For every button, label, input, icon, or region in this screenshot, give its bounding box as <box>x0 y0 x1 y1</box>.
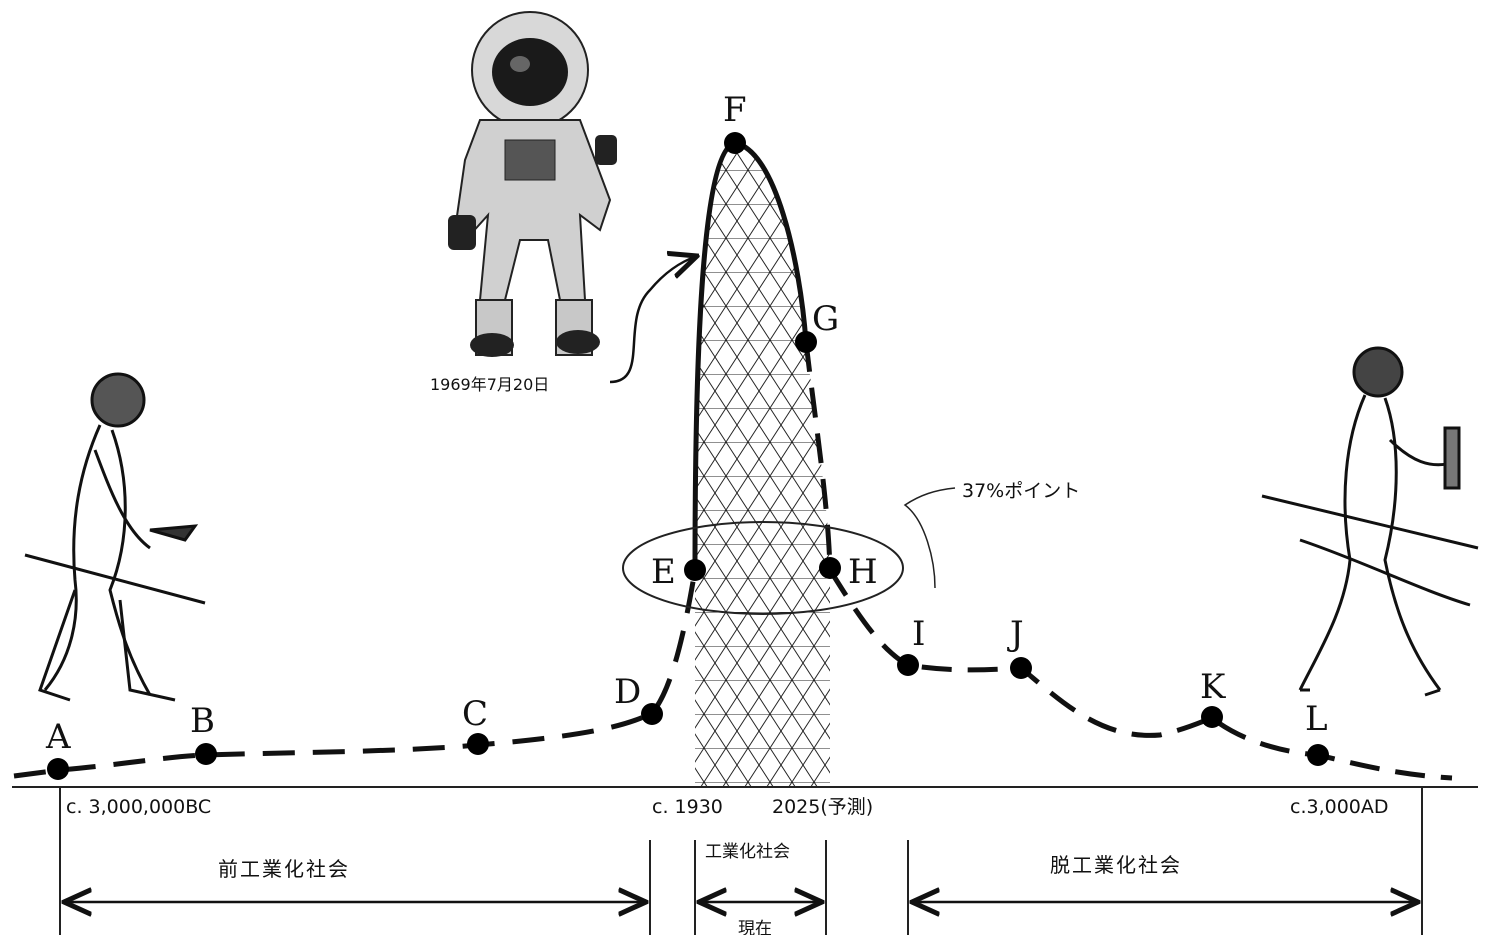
37-percent-leader <box>903 487 956 589</box>
point-k-label: K <box>1200 667 1226 707</box>
point-i-label: I <box>912 614 925 654</box>
era-markers <box>59 787 1423 935</box>
point-d-label: D <box>614 672 641 712</box>
moon-landing-date: 1969年7月20日 <box>430 375 549 394</box>
early-human-illustration <box>24 372 206 702</box>
point-e-label: E <box>651 552 676 592</box>
point-j-dot <box>1010 657 1032 679</box>
point-f-label: F <box>723 90 747 130</box>
industrial-label: 工業化社会 <box>705 842 790 862</box>
industrial-hatch-region <box>695 143 830 787</box>
point-l-dot <box>1307 744 1329 766</box>
point-i-dot <box>897 654 919 676</box>
present-label: 現在 <box>738 919 772 935</box>
axis-end-label: c.3,000AD <box>1290 796 1389 818</box>
point-d-dot <box>641 703 663 725</box>
late-human-illustration <box>1261 346 1479 697</box>
moon-landing-arrow <box>609 256 697 384</box>
pre-industrial-label: 前工業化社会 <box>218 857 350 881</box>
point-e-dot <box>684 559 706 581</box>
curve-right-dashed <box>827 568 1453 781</box>
point-a-dot <box>47 758 69 780</box>
point-a-label: A <box>45 717 71 757</box>
point-g-dot <box>795 331 817 353</box>
curve-peak-solid <box>692 140 809 571</box>
point-b-label: B <box>190 701 215 741</box>
37-percent-ellipse <box>622 521 904 615</box>
curve-decline-dashed <box>803 341 833 571</box>
astronaut-illustration <box>448 11 617 357</box>
point-l-label: L <box>1305 699 1328 739</box>
axis-forecast-label: 2025(予測) <box>772 796 873 818</box>
point-g-label: G <box>812 299 839 339</box>
curve-left-dashed <box>13 569 698 779</box>
axis-1930-label: c. 1930 <box>652 796 723 818</box>
data-points <box>47 132 1329 780</box>
percent-point-label: 37%ポイント <box>962 480 1080 502</box>
post-industrial-label: 脱工業化社会 <box>1050 853 1182 877</box>
point-c-dot <box>467 733 489 755</box>
point-k-dot <box>1201 706 1223 728</box>
point-h-dot <box>819 557 841 579</box>
point-j-label: J <box>1007 614 1024 654</box>
point-b-dot <box>195 743 217 765</box>
axis-start-label: c. 3,000,000BC <box>66 796 211 818</box>
point-c-label: C <box>462 694 488 734</box>
point-f-dot <box>724 132 746 154</box>
point-h-label: H <box>848 552 878 592</box>
